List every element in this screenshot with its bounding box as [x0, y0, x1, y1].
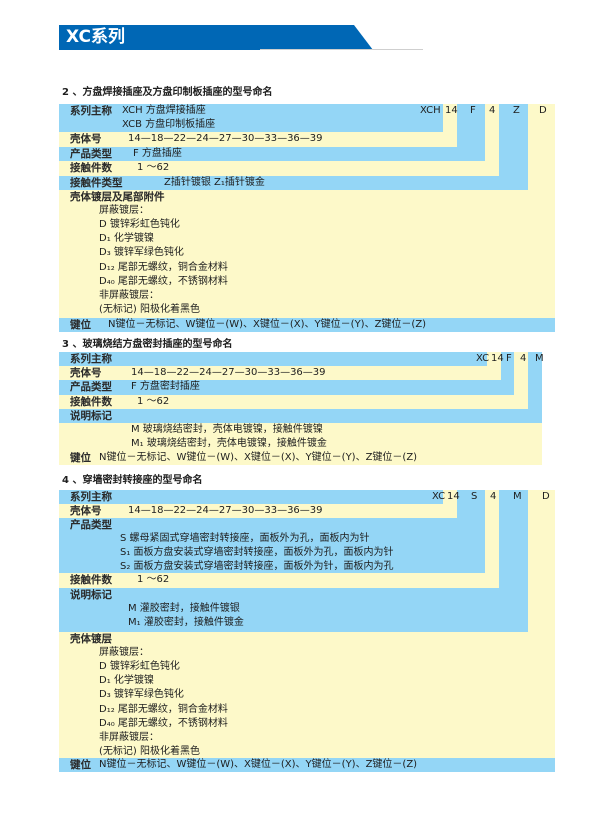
row-item: 非屏蔽镀层： [99, 289, 159, 301]
row-item: S 螺母紧固式穿墙密封转接座，面板外为孔，面板内为针 [120, 533, 370, 545]
code-segment: XCH [420, 105, 441, 116]
row-label: 键位 [70, 759, 91, 771]
code-segment: 14 [491, 353, 504, 364]
row-item: 14—18—22—24—27—30—33—36—39 [128, 133, 323, 144]
row-label: 系列主称 [70, 105, 112, 117]
code-segment: F [506, 353, 512, 364]
code-segment: 4 [489, 105, 496, 116]
row-item: XCB 方盘印制板插座 [122, 119, 216, 131]
row-item: (无标记) 阳极化着黑色 [99, 745, 200, 757]
row-item: D₄₀ 尾部无螺纹，不锈钢材料 [99, 717, 228, 729]
row-label: 接触件数 [70, 574, 112, 586]
row-item: D 镀锌彩虹色钝化 [99, 661, 180, 673]
row-label: 接触件数 [70, 396, 112, 408]
row-item: S₁ 面板方盘安装式穿墙密封转接座，面板外为孔，面板内为针 [120, 547, 394, 559]
row-label: 接触件数 [70, 162, 112, 174]
row-item: 1 ～62 [137, 396, 170, 407]
row-item: D₁ 化学镀镍 [99, 675, 154, 687]
row-label: 壳体镀层 [70, 633, 112, 645]
code-segment: D [539, 105, 547, 116]
row-label: 壳体镀层及尾部附件 [70, 191, 165, 203]
code-segment: M [535, 353, 544, 364]
row-item: 屏蔽镀层： [99, 205, 149, 217]
row-item: D₁₂ 尾部无螺纹，铜合金材料 [99, 261, 228, 273]
row-label: 说明标记 [70, 410, 112, 422]
row-item: M₁ 玻璃烧结密封，壳体电镀镍，接触件镀金 [131, 438, 327, 450]
row-item: D₁₂ 尾部无螺纹，铜合金材料 [99, 703, 228, 715]
row-band [59, 490, 443, 504]
row-item: D₁ 化学镀镍 [99, 233, 154, 245]
header-banner [59, 25, 373, 50]
code-segment: F [470, 105, 476, 116]
row-item: N键位－无标记、W键位－(W)、X键位－(X)、Y键位－(Y)、Z键位－(Z) [99, 452, 418, 463]
code-segment: 14 [447, 491, 460, 502]
row-label: 接触件类型 [70, 177, 123, 189]
row-item: F 方盘密封插座 [131, 381, 200, 392]
code-segment: Z [513, 105, 520, 116]
code-segment: M [513, 491, 522, 502]
row-item: M 灌胶密封，接触件镀银 [128, 603, 240, 615]
row-label: 产品类型 [70, 148, 112, 160]
row-item: 14—18—22—24—27—30—33—36—39 [131, 367, 326, 378]
code-segment: 4 [520, 353, 527, 364]
row-item: S₂ 面板方盘安装式穿墙密封转接座，面板外为针，面板内为孔 [120, 561, 394, 573]
row-item: D₄₀ 尾部无螺纹，不锈钢材料 [99, 275, 228, 287]
row-item: N键位－无标记、W键位－(W)、X键位－(X)、Y键位－(Y)、Z键位－(Z) [99, 759, 418, 770]
row-item: 14—18—22—24—27—30—33—36—39 [128, 505, 323, 516]
code-segment: D [542, 491, 550, 502]
row-label: 键位 [70, 319, 91, 331]
row-item: 非屏蔽镀层： [99, 731, 159, 743]
row-item: (无标记) 阳极化着黑色 [99, 303, 200, 315]
code-segment: XC [476, 353, 490, 364]
code-segment: XC [432, 491, 446, 502]
row-item: D 镀锌彩虹色钝化 [99, 219, 180, 231]
row-item: 1 ～62 [137, 574, 170, 585]
row-item: F 方盘插座 [133, 148, 182, 159]
row-band [59, 104, 443, 132]
row-band [59, 352, 487, 366]
row-item: 屏蔽镀层： [99, 647, 149, 659]
row-label: 系列主称 [70, 491, 112, 503]
header-divider [260, 49, 423, 50]
row-item: Z插针镀银 Z₁插针镀金 [164, 177, 265, 188]
code-segment: S [471, 491, 478, 502]
section-title: 3 、玻璃烧结方盘密封插座的型号命名 [62, 339, 233, 350]
row-item: N键位－无标记、W键位－(W)、X键位－(X)、Y键位－(Y)、Z键位－(Z) [108, 319, 427, 330]
row-label: 壳体号 [70, 367, 102, 379]
row-label: 系列主称 [70, 353, 112, 365]
section-title: 4 、穿墙密封转接座的型号命名 [62, 475, 203, 486]
row-item: D₃ 镀锌军绿色钝化 [99, 247, 184, 259]
row-item: M₁ 灌胶密封，接触件镀金 [128, 617, 244, 629]
row-item: D₃ 镀锌军绿色钝化 [99, 689, 184, 701]
row-label: 壳体号 [70, 133, 102, 145]
code-segment: 4 [490, 491, 497, 502]
row-item: XCH 方盘焊接插座 [122, 105, 206, 116]
row-label: 产品类型 [70, 519, 112, 531]
row-label: 产品类型 [70, 381, 112, 393]
row-item: M 玻璃烧结密封，壳体电镀镍，接触件镀镍 [131, 424, 323, 435]
code-segment: 14 [445, 105, 458, 116]
section-title: 2 、方盘焊接插座及方盘印制板插座的型号命名 [62, 87, 273, 98]
page-title: XC系列 [66, 27, 125, 47]
row-label: 键位 [70, 452, 91, 464]
row-label: 壳体号 [70, 505, 102, 517]
row-item: 1 ～62 [137, 162, 170, 173]
row-label: 说明标记 [70, 589, 112, 601]
